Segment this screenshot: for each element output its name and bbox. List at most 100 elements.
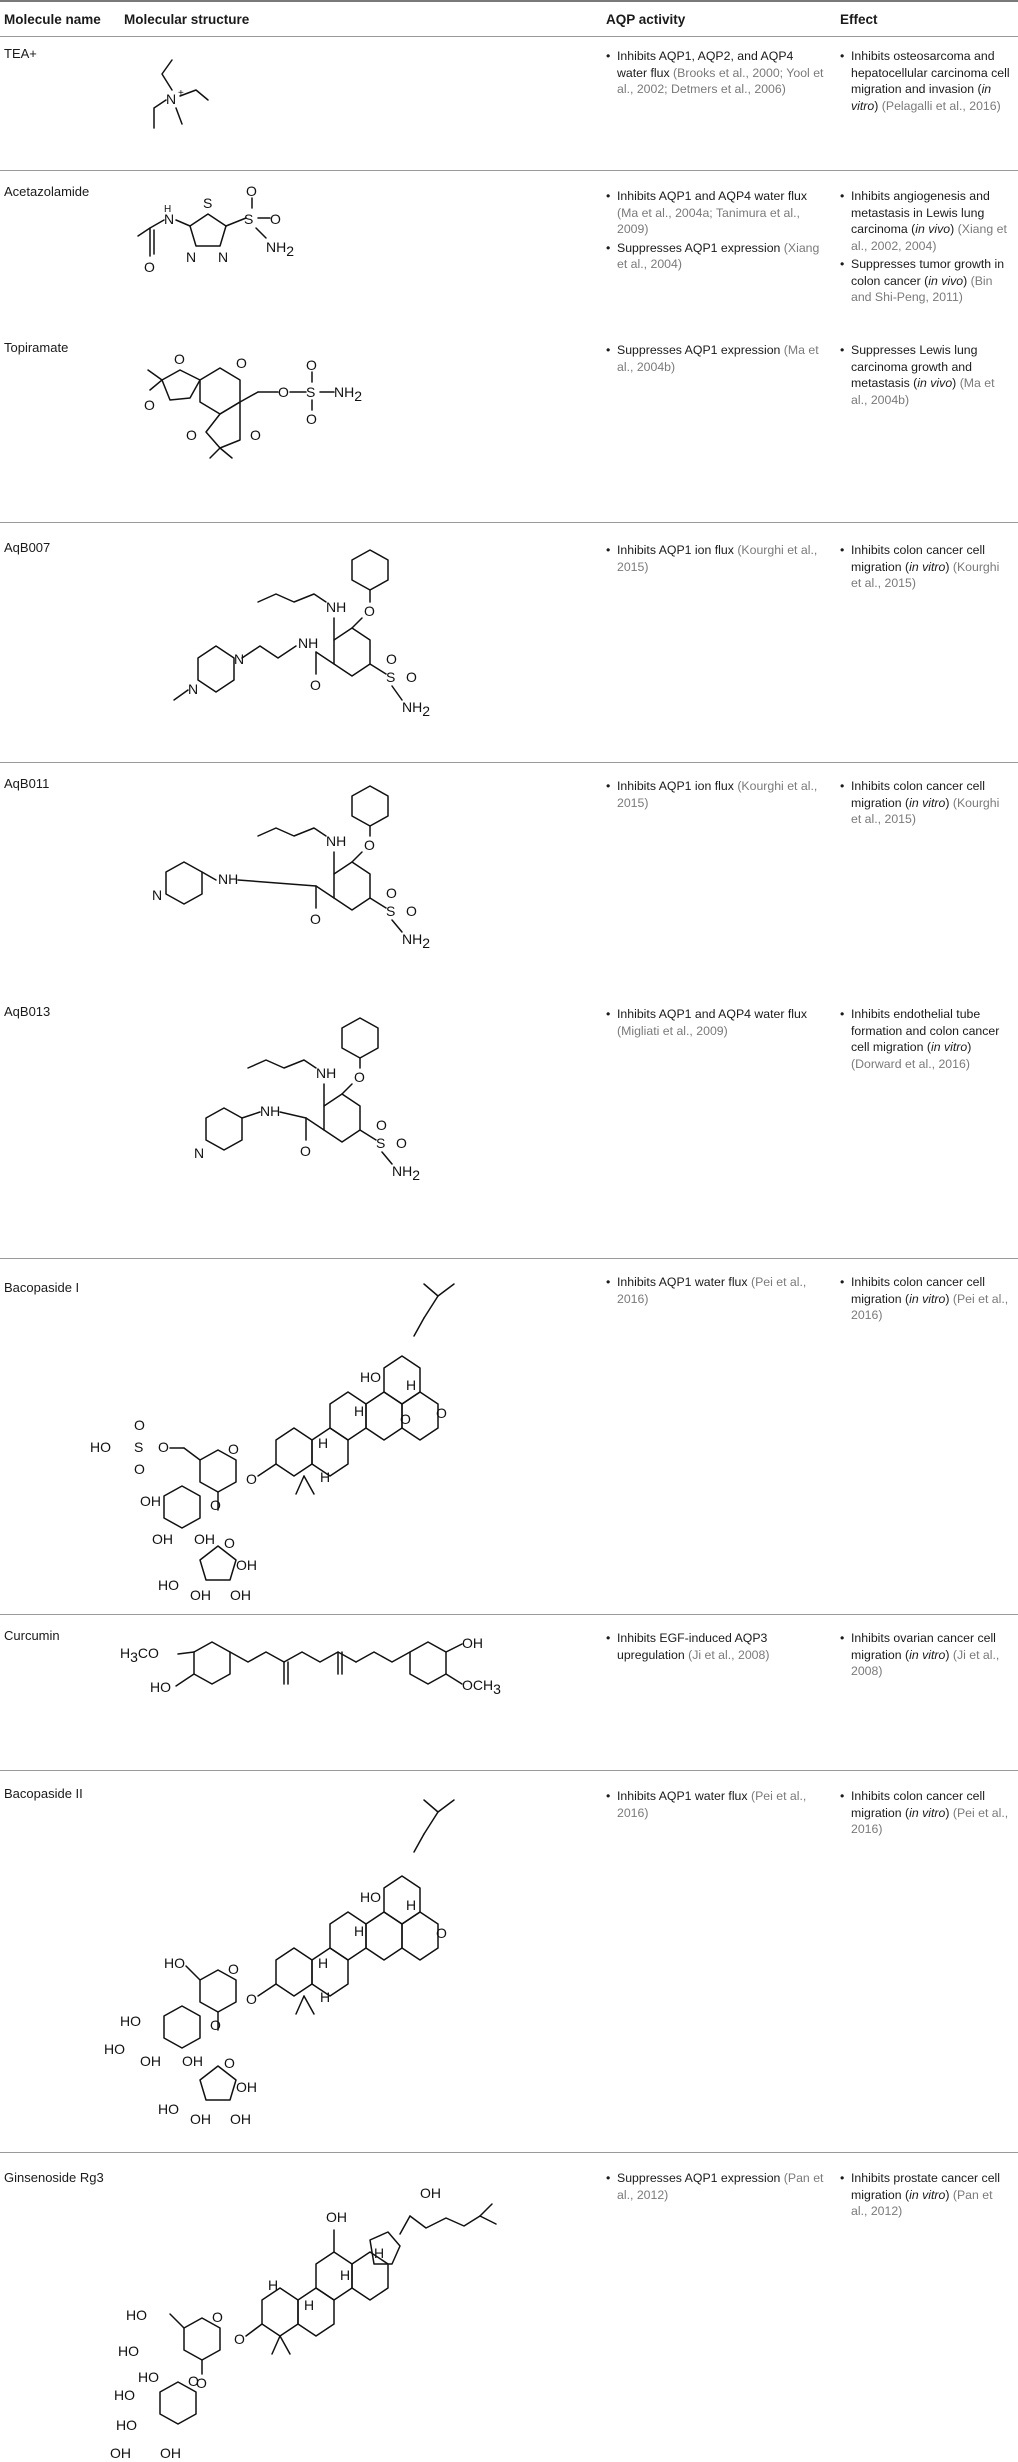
list-item: Suppresses Lewis lung carcinoma growth a… [840, 342, 1012, 408]
molecule-name: Bacopaside I [4, 1280, 80, 1295]
list-item: Inhibits AQP1 water flux (Pei et al., 20… [606, 1274, 826, 1307]
bacopaside-i-structure: O HO H O H H H O O O O S HO O O OH OH OH… [90, 1283, 455, 1603]
svg-text:OH: OH [182, 2053, 203, 2069]
molecule-name: AqB013 [4, 1004, 51, 1019]
svg-text:S: S [386, 903, 395, 919]
list-item: Inhibits ovarian cancer cell migration (… [840, 1630, 1012, 1680]
list-item: Inhibits osteosarcoma and hepatocellular… [840, 48, 1012, 114]
svg-text:N: N [186, 249, 196, 265]
row-divider [0, 2152, 1018, 2153]
svg-text:OH: OH [152, 1531, 173, 1547]
svg-text:O: O [310, 677, 321, 693]
aqb011-structure: O NH S O O NH2 O NH N [152, 785, 430, 951]
molecule-name: Topiramate [4, 340, 69, 355]
molecule-name: Acetazolamide [4, 184, 90, 199]
svg-text:HO: HO [158, 1577, 179, 1593]
list-item: Inhibits colon cancer cell migration (in… [840, 1788, 1012, 1838]
list-item: Suppresses AQP1 expression (Pan et al., … [606, 2170, 826, 2203]
list-item: Inhibits AQP1 ion flux (Kourghi et al., … [606, 542, 826, 575]
svg-text:OH: OH [462, 1635, 483, 1651]
header-molecular-structure: Molecular structure [124, 12, 250, 27]
svg-text:O: O [212, 2309, 223, 2325]
svg-text:O: O [144, 397, 155, 413]
svg-text:NH: NH [260, 1103, 280, 1119]
svg-text:O: O [364, 837, 375, 853]
list-item: Inhibits AQP1 water flux (Pei et al., 20… [606, 1788, 826, 1821]
aqp-activity-cell: Inhibits EGF-induced AQP3 upregulation (… [606, 1630, 826, 1665]
svg-text:OH: OH [190, 2111, 211, 2127]
svg-text:HO: HO [90, 1439, 111, 1455]
svg-text:O: O [210, 1497, 221, 1513]
svg-text:O: O [250, 427, 261, 443]
svg-text:O: O [158, 1439, 169, 1455]
svg-text:HO: HO [360, 1369, 381, 1385]
curcumin-structure: H3CO HO OH OCH3 [120, 1635, 501, 1697]
table-top-rule [0, 0, 1018, 2]
svg-text:HO: HO [126, 2307, 147, 2323]
header-aqp-activity: AQP activity [606, 12, 686, 27]
svg-text:H: H [318, 1955, 328, 1971]
molecule-name: Ginsenoside Rg3 [4, 2170, 104, 2185]
svg-text:NH: NH [298, 635, 318, 651]
svg-text:H: H [354, 1403, 364, 1419]
svg-text:O: O [376, 1117, 387, 1133]
aqp-activity-cell: Suppresses AQP1 expression (Ma et al., 2… [606, 342, 826, 377]
svg-text:S: S [244, 211, 253, 227]
svg-text:S: S [306, 384, 315, 400]
svg-text:O: O [406, 669, 417, 685]
svg-text:S: S [386, 669, 395, 685]
acetazolamide-structure: O N H S N N S O O NH2 [137, 183, 294, 275]
svg-text:OH: OH [140, 1493, 161, 1509]
svg-text:NH2: NH2 [334, 384, 362, 404]
svg-text:OH: OH [236, 2079, 257, 2095]
svg-text:O: O [310, 911, 321, 927]
list-item: Suppresses tumor growth in colon cancer … [840, 256, 1012, 306]
svg-text:HO: HO [138, 2369, 159, 2385]
svg-text:O: O [186, 427, 197, 443]
svg-text:O: O [436, 1405, 447, 1421]
svg-text:H: H [164, 204, 171, 215]
list-item: Suppresses AQP1 expression (Xiang et al.… [606, 240, 826, 273]
svg-text:NH2: NH2 [392, 1163, 420, 1183]
svg-text:O: O [134, 1417, 145, 1433]
svg-text:H: H [318, 1435, 328, 1451]
svg-text:N: N [152, 887, 162, 903]
svg-text:O: O [234, 2331, 245, 2347]
svg-text:N: N [234, 651, 244, 667]
svg-text:OH: OH [140, 2053, 161, 2069]
svg-text:H: H [320, 1989, 330, 2005]
svg-text:N: N [194, 1145, 204, 1161]
effect-cell: Inhibits endothelial tube formation and … [840, 1006, 1012, 1074]
effect-cell: Suppresses Lewis lung carcinoma growth a… [840, 342, 1012, 410]
svg-text:S: S [376, 1135, 385, 1151]
svg-text:HO: HO [116, 2417, 137, 2433]
tea-structure: N + [153, 59, 209, 129]
svg-text:S: S [134, 1439, 143, 1455]
svg-text:NH2: NH2 [402, 931, 430, 951]
list-item: Inhibits AQP1 ion flux (Kourghi et al., … [606, 778, 826, 811]
svg-text:H: H [340, 2267, 350, 2283]
svg-text:O: O [386, 885, 397, 901]
svg-text:H: H [406, 1897, 416, 1913]
svg-text:OH: OH [190, 1587, 211, 1603]
svg-text:O: O [236, 355, 247, 371]
list-item: Inhibits AQP1 and AQP4 water flux (Ma et… [606, 188, 826, 238]
svg-text:OH: OH [420, 2185, 441, 2201]
svg-text:HO: HO [150, 1679, 171, 1695]
svg-text:O: O [246, 183, 257, 199]
aqb013-structure: O NH S O O NH2 O NH N [194, 1017, 420, 1183]
bacopaside-ii-structure: O HO H H H H O O O HO HO HO OH OH O HO O… [104, 1799, 455, 2127]
svg-text:O: O [228, 1961, 239, 1977]
effect-cell: Inhibits angiogenesis and metastasis in … [840, 188, 1012, 308]
svg-text:NH2: NH2 [266, 239, 294, 259]
molecule-name: AqB007 [4, 540, 51, 555]
svg-text:O: O [400, 1411, 411, 1427]
svg-text:N: N [188, 681, 198, 697]
list-item: Suppresses AQP1 expression (Ma et al., 2… [606, 342, 826, 375]
svg-text:O: O [396, 1135, 407, 1151]
svg-text:H: H [406, 1377, 416, 1393]
svg-text:O: O [246, 1471, 257, 1487]
svg-text:OH: OH [110, 2445, 131, 2461]
effect-cell: Inhibits colon cancer cell migration (in… [840, 1274, 1012, 1326]
